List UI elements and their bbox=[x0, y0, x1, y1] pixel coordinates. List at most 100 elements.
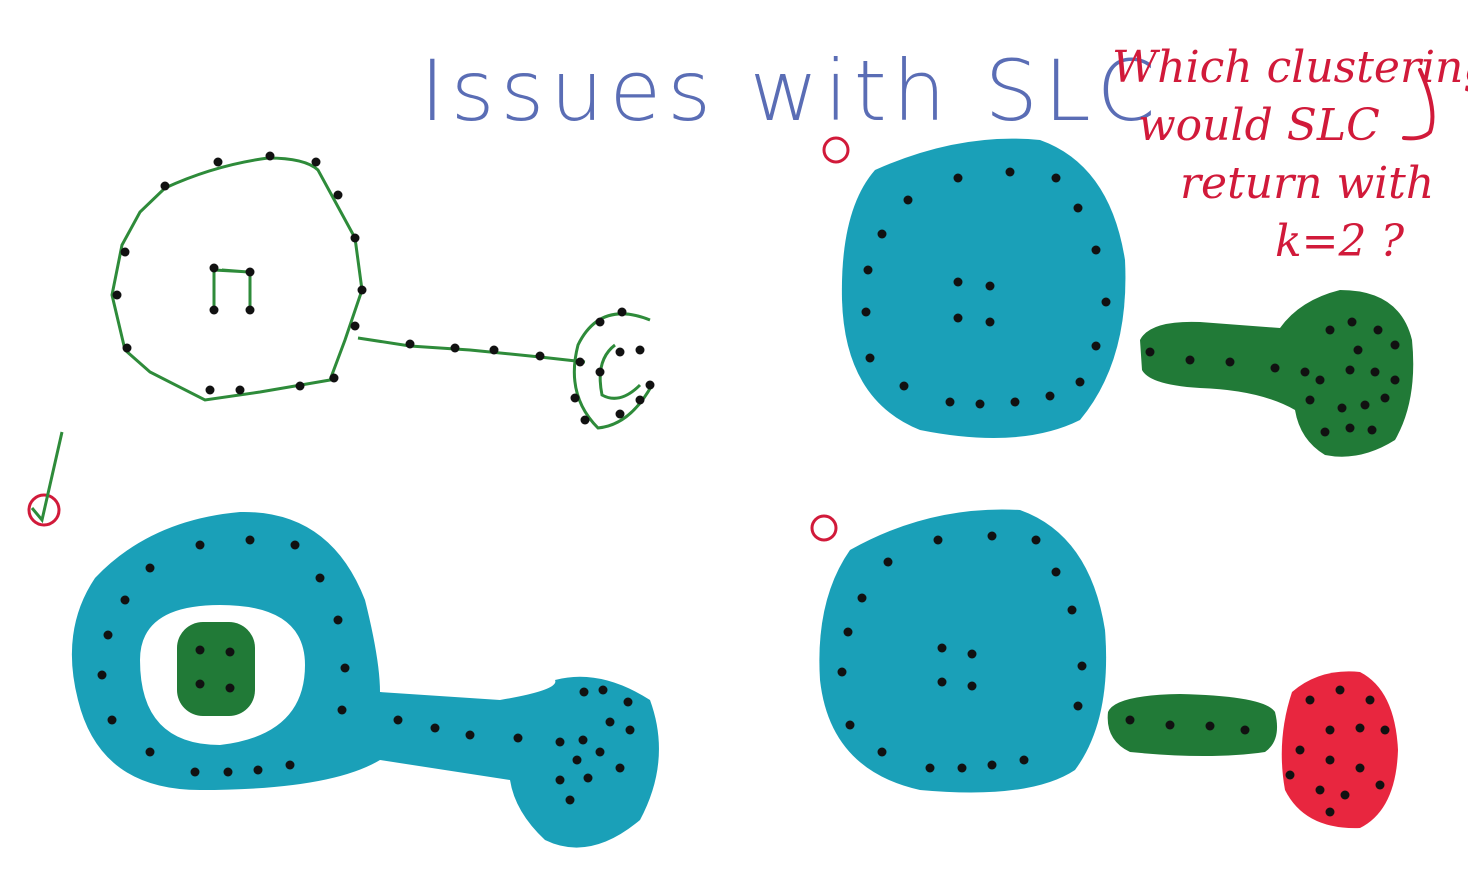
data-point bbox=[1101, 297, 1111, 307]
question-line-3: return with bbox=[1180, 158, 1434, 209]
data-point bbox=[967, 649, 977, 659]
data-point bbox=[570, 393, 580, 403]
data-point bbox=[1305, 395, 1315, 405]
data-point bbox=[223, 767, 233, 777]
data-point bbox=[555, 775, 565, 785]
data-point bbox=[1125, 715, 1135, 725]
data-point bbox=[605, 717, 615, 727]
data-point bbox=[213, 157, 223, 167]
data-point bbox=[235, 385, 245, 395]
data-point bbox=[465, 730, 475, 740]
data-point bbox=[1355, 763, 1365, 773]
data-point bbox=[1375, 780, 1385, 790]
data-point bbox=[1340, 790, 1350, 800]
data-point bbox=[1390, 375, 1400, 385]
data-point bbox=[1205, 721, 1215, 731]
question-bracket bbox=[1402, 68, 1435, 141]
data-point bbox=[489, 345, 499, 355]
data-point bbox=[1337, 403, 1347, 413]
data-point bbox=[1305, 695, 1315, 705]
data-point bbox=[1240, 725, 1250, 735]
data-point bbox=[357, 285, 367, 295]
data-point bbox=[578, 735, 588, 745]
data-point bbox=[579, 687, 589, 697]
option-upper-right[interactable] bbox=[822, 136, 1414, 457]
sketch-ring bbox=[110, 156, 364, 402]
data-point bbox=[1367, 425, 1377, 435]
data-point bbox=[877, 747, 887, 757]
data-point bbox=[953, 277, 963, 287]
data-point bbox=[450, 343, 460, 353]
data-point bbox=[863, 265, 873, 275]
option-lower-right[interactable] bbox=[810, 509, 1398, 829]
data-point bbox=[122, 343, 132, 353]
data-point bbox=[1295, 745, 1305, 755]
question-line-1: Which clustering bbox=[1112, 42, 1468, 93]
data-point bbox=[1300, 367, 1310, 377]
data-point bbox=[1073, 701, 1083, 711]
data-point bbox=[925, 763, 935, 773]
data-point bbox=[1380, 725, 1390, 735]
data-point bbox=[635, 345, 645, 355]
data-point bbox=[535, 351, 545, 361]
data-point bbox=[1325, 725, 1335, 735]
data-point bbox=[290, 540, 300, 550]
data-point bbox=[333, 190, 343, 200]
data-point bbox=[877, 229, 887, 239]
teal-cluster bbox=[841, 138, 1126, 438]
question-text: Which clustering would SLC return with k… bbox=[1112, 42, 1468, 267]
data-point bbox=[883, 557, 893, 567]
data-point bbox=[145, 747, 155, 757]
question-line-4: k=2 ? bbox=[1275, 216, 1405, 267]
data-point bbox=[1067, 605, 1077, 615]
data-point bbox=[967, 681, 977, 691]
data-point bbox=[1019, 755, 1029, 765]
data-point bbox=[209, 263, 219, 273]
data-point bbox=[861, 307, 871, 317]
data-point bbox=[1370, 367, 1380, 377]
sketch-inner-link bbox=[212, 268, 252, 312]
data-point bbox=[253, 765, 263, 775]
data-point bbox=[937, 643, 947, 653]
option-lower-left[interactable] bbox=[27, 431, 659, 848]
data-point bbox=[580, 415, 590, 425]
data-point bbox=[1353, 345, 1363, 355]
sketch-dots bbox=[112, 151, 655, 425]
data-point bbox=[107, 715, 117, 725]
data-point bbox=[295, 381, 305, 391]
data-point bbox=[1045, 391, 1055, 401]
radio-circle-icon[interactable] bbox=[810, 514, 838, 542]
data-point bbox=[615, 409, 625, 419]
data-point bbox=[937, 677, 947, 687]
data-point bbox=[987, 760, 997, 770]
data-point bbox=[225, 683, 235, 693]
sketch-bridge bbox=[357, 336, 586, 364]
data-point bbox=[1373, 325, 1383, 335]
data-point bbox=[1365, 695, 1375, 705]
teal-cluster bbox=[819, 509, 1107, 793]
data-point bbox=[595, 317, 605, 327]
data-point bbox=[430, 723, 440, 733]
data-point bbox=[865, 353, 875, 363]
data-point bbox=[1270, 363, 1280, 373]
data-point bbox=[329, 373, 339, 383]
option-c-dots bbox=[837, 531, 1390, 817]
data-point bbox=[985, 281, 995, 291]
data-point bbox=[350, 233, 360, 243]
data-point bbox=[583, 773, 593, 783]
data-point bbox=[945, 397, 955, 407]
radio-circle-icon[interactable] bbox=[822, 136, 850, 164]
data-point bbox=[617, 307, 627, 317]
data-point bbox=[315, 573, 325, 583]
data-point bbox=[1335, 685, 1345, 695]
data-point bbox=[311, 157, 321, 167]
teal-cluster bbox=[71, 511, 659, 848]
data-point bbox=[1345, 365, 1355, 375]
data-point bbox=[1051, 567, 1061, 577]
data-point bbox=[595, 747, 605, 757]
page-title: Issues with SLC bbox=[420, 42, 1161, 140]
data-point bbox=[245, 305, 255, 315]
data-point bbox=[837, 667, 847, 677]
radio-circle-icon[interactable] bbox=[27, 493, 61, 527]
data-point bbox=[1325, 755, 1335, 765]
